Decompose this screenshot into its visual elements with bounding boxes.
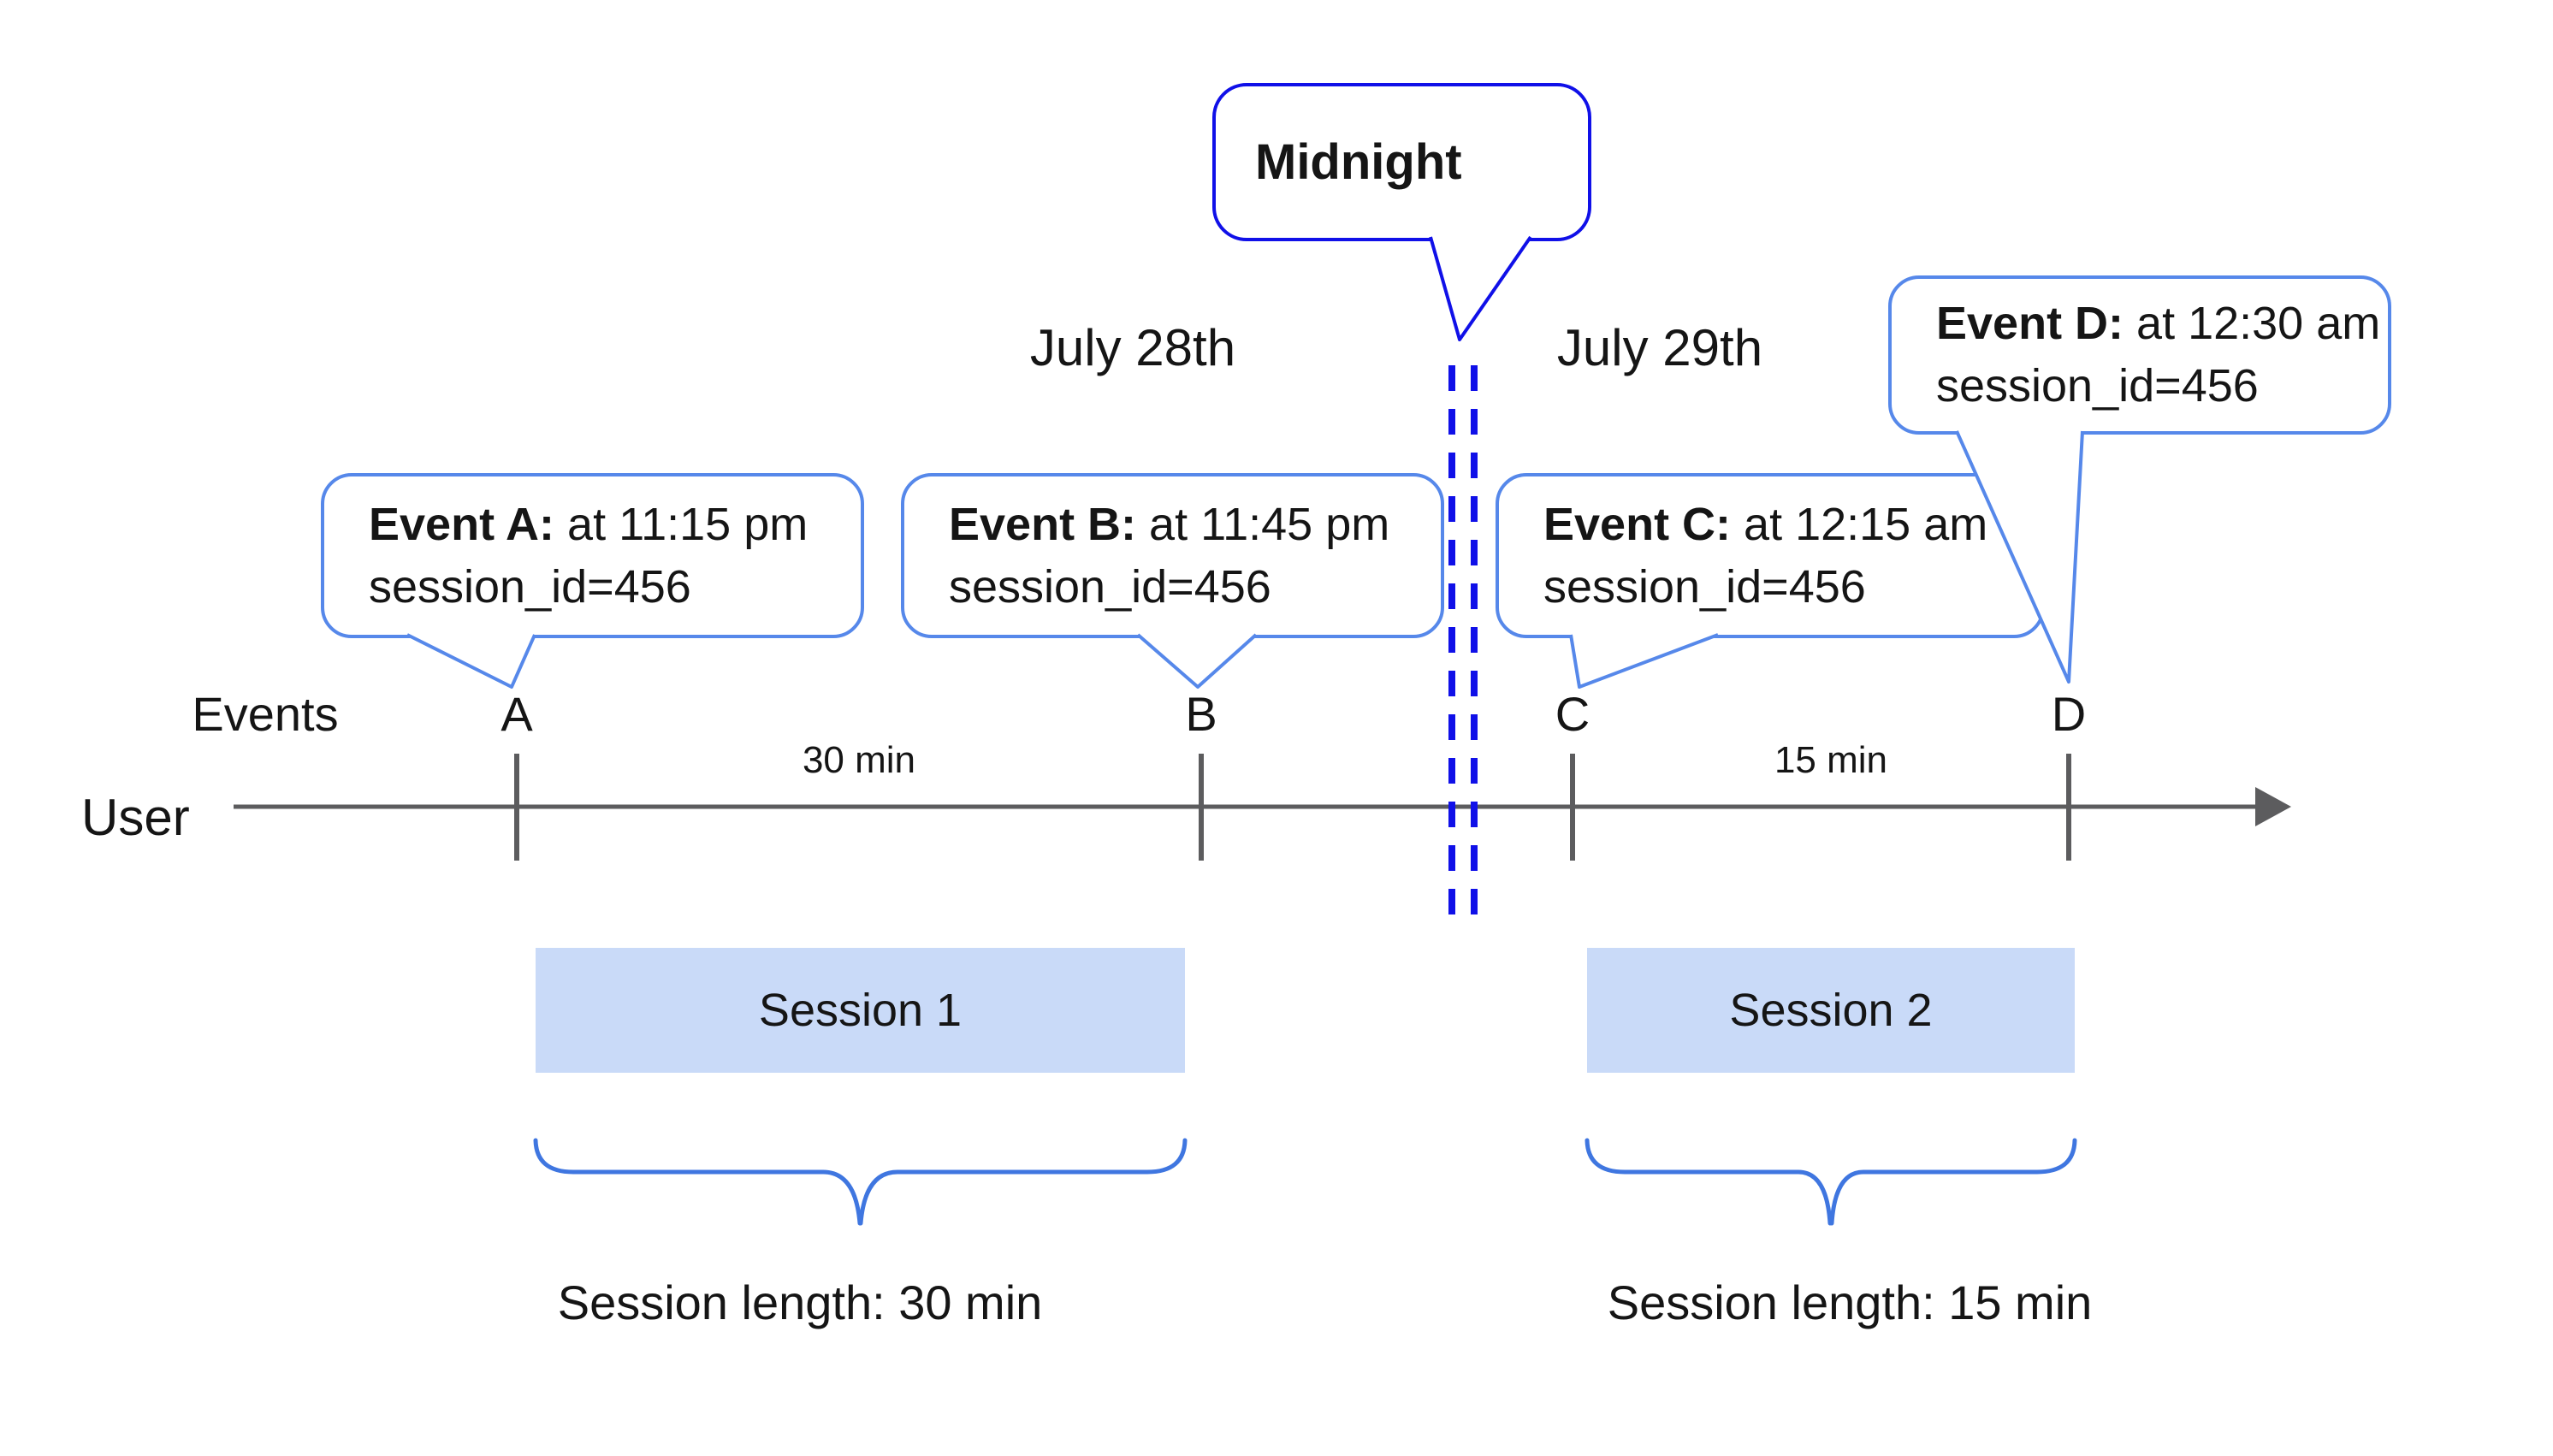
event-b-callout-tail (1136, 633, 1258, 689)
event-a-letter: A (501, 687, 533, 741)
event-a-callout-line1: Event A:at 11:15 pm (369, 494, 861, 556)
event-c-callout: Event C:at 12:15 am session_id=456 (1496, 473, 2045, 638)
event-c-letter: C (1555, 687, 1590, 741)
event-b-callout-line1: Event B:at 11:45 pm (949, 494, 1441, 556)
segment-15min-label: 15 min (1774, 739, 1888, 781)
event-b-callout-line2: session_id=456 (949, 560, 1271, 613)
event-d-callout: Event D:at 12:30 am session_id=456 (1888, 275, 2391, 435)
event-d-callout-line2: session_id=456 (1936, 360, 2259, 411)
event-c-callout-title: Event C: (1543, 498, 1732, 550)
date-label-july-28: July 28th (1029, 319, 1236, 376)
events-axis-label: Events (192, 687, 339, 741)
segment-30min-label: 30 min (802, 739, 916, 781)
timeline-arrowhead-icon (2255, 787, 2291, 826)
session2-length-label: Session length: 15 min (1607, 1275, 2093, 1329)
user-axis-label: User (81, 789, 190, 846)
event-a-callout: Event A:at 11:15 pm session_id=456 (321, 473, 864, 638)
event-c-callout-line1: Event C:at 12:15 am (1543, 494, 2041, 556)
event-b-callout-title: Event B: (949, 498, 1137, 550)
midnight-callout: Midnight (1212, 83, 1591, 241)
event-a-callout-time: at 11:15 pm (567, 498, 809, 550)
event-c-callout-tail (1569, 633, 1719, 689)
session1-brace (533, 1138, 1188, 1226)
event-a-callout-line2: session_id=456 (369, 560, 691, 613)
session1-label: Session 1 (758, 985, 963, 1036)
event-a-callout-title: Event A: (369, 498, 555, 550)
session2-box: Session 2 (1587, 948, 2075, 1073)
event-b-letter: B (1185, 687, 1217, 741)
midnight-callout-label: Midnight (1255, 134, 1462, 190)
session2-label: Session 2 (1729, 985, 1933, 1036)
event-a-callout-tail (406, 633, 536, 689)
event-b-callout: Event B:at 11:45 pm session_id=456 (901, 473, 1444, 638)
event-c-callout-line2: session_id=456 (1543, 560, 1866, 613)
event-d-callout-line1: Event D:at 12:30 am (1936, 293, 2388, 355)
session1-length-label: Session length: 30 min (557, 1275, 1043, 1329)
event-b-callout-time: at 11:45 pm (1149, 498, 1390, 550)
session2-brace (1585, 1138, 2077, 1226)
midnight-callout-tail (1429, 235, 1532, 341)
event-c-callout-time: at 12:15 am (1744, 498, 1988, 550)
date-label-july-29: July 29th (1556, 319, 1763, 376)
event-d-callout-time: at 12:30 am (2136, 298, 2381, 349)
event-d-letter: D (2051, 687, 2087, 741)
session1-box: Session 1 (536, 948, 1185, 1073)
event-d-callout-title: Event D: (1936, 298, 2124, 349)
